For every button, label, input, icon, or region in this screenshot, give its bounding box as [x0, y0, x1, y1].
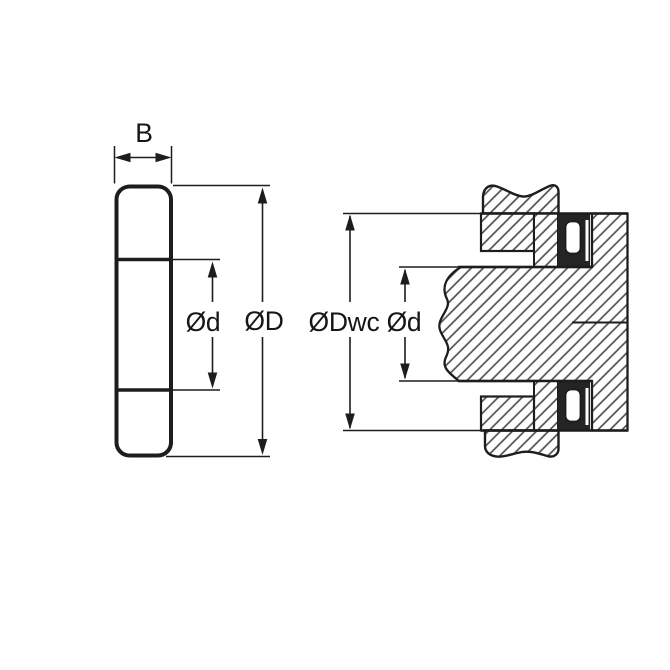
od-arrowhead-down-icon	[257, 439, 268, 455]
shoulder-lower-block	[479, 395, 536, 432]
dwc-label: ØDwc	[309, 307, 380, 337]
dimension-housing-washer-od: ØDwc	[309, 214, 380, 430]
id-arrowhead-up-icon	[207, 261, 218, 278]
installation-section-view: ØDwc Ød	[309, 184, 629, 458]
shaft-arrowhead-down-icon	[400, 363, 410, 380]
lower-washer-strip	[533, 380, 559, 432]
dimension-bore-diameter: Ød	[172, 258, 221, 391]
housing-upper-block	[481, 184, 560, 215]
dwc-arrowhead-down-icon	[345, 413, 355, 430]
b-label: B	[135, 118, 152, 148]
id-arrowhead-down-icon	[207, 372, 218, 389]
upper-washer-strip	[533, 212, 559, 268]
lower-cage-gap	[585, 388, 589, 425]
id-label: Ød	[186, 307, 221, 337]
dimension-outer-diameter: ØD	[166, 184, 284, 458]
washer-side-view: B Ød ØD	[113, 118, 284, 458]
upper-cage-gap	[585, 220, 589, 261]
od-arrowhead-up-icon	[257, 187, 268, 204]
dimension-width-b: B	[113, 118, 173, 184]
shaft-bore-label: Ød	[387, 307, 422, 337]
washer-outline	[114, 184, 173, 458]
shoulder-upper-block	[479, 212, 536, 253]
b-arrowhead-left-icon	[114, 152, 131, 163]
dimension-shaft-bore: Ød	[387, 268, 422, 380]
shaft-arrowhead-up-icon	[400, 268, 410, 285]
od-label: ØD	[244, 306, 283, 336]
lower-roller	[564, 388, 582, 423]
upper-roller	[564, 220, 582, 255]
dwc-arrowhead-up-icon	[345, 214, 355, 231]
b-arrowhead-right-icon	[155, 152, 172, 163]
housing-lower-block	[483, 429, 560, 458]
